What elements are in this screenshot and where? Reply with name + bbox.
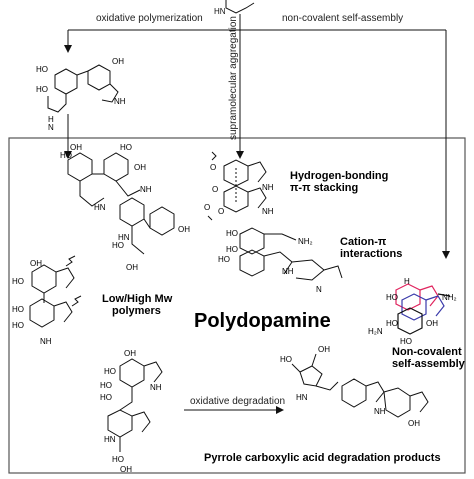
pre-nh: NH bbox=[150, 383, 162, 392]
hbond-nh-1: NH bbox=[262, 183, 274, 192]
deg-ho-1: HO bbox=[280, 355, 292, 364]
sa-ho-2: HO bbox=[386, 319, 398, 328]
hbond-o-1: O bbox=[210, 163, 216, 172]
hbond-label-line2: π-π stacking bbox=[290, 182, 359, 194]
polymer-ho-3: HO bbox=[12, 321, 24, 330]
hbond-o-2: O bbox=[212, 185, 218, 194]
pre-ho-2: HO bbox=[100, 381, 112, 390]
oxidative-degradation-label: oxidative degradation bbox=[190, 396, 286, 407]
mw-label-line2: polymers bbox=[112, 305, 161, 317]
cation-ho-2: HO bbox=[226, 245, 238, 254]
polymer-ho-2: HO bbox=[12, 305, 24, 314]
tetramer-oh-1: OH bbox=[70, 143, 82, 152]
deg-nh: NH bbox=[374, 407, 386, 416]
polydopamine-frame bbox=[8, 137, 466, 474]
tetramer-ho-1: HO bbox=[60, 151, 72, 160]
deg-oh-1: OH bbox=[318, 345, 330, 354]
sa-h2n: H₂N bbox=[368, 327, 383, 336]
cation-nh2: NH₂ bbox=[298, 237, 313, 246]
sa-oh-1: OH bbox=[426, 319, 438, 328]
pre-oh-2: OH bbox=[120, 465, 132, 474]
flow-lines bbox=[64, 14, 450, 414]
pre-ho-3: HO bbox=[100, 393, 112, 402]
self-assembly-structure bbox=[395, 283, 451, 335]
hbond-nh-2: NH bbox=[262, 207, 274, 216]
tetramer-oh-3: OH bbox=[178, 225, 190, 234]
supramolecular-aggregation-text: supramolecular aggregation bbox=[228, 16, 239, 140]
cation-pi-label-line1: Cation-π bbox=[340, 236, 387, 248]
sa-ho-3: HO bbox=[400, 337, 412, 346]
dimer-oh-1: OH bbox=[112, 57, 124, 66]
dimer-ho-1: HO bbox=[36, 65, 48, 74]
predegradation-structure bbox=[107, 358, 163, 452]
dimer-h: H bbox=[48, 115, 54, 124]
non-covalent-label-line1: Non-covalent bbox=[392, 346, 462, 358]
hbond-o-4: O bbox=[204, 203, 210, 212]
polymer-structure bbox=[29, 255, 82, 328]
cation-pi-label-line2: interactions bbox=[340, 248, 403, 260]
sa-nh2: NH₂ bbox=[442, 293, 457, 302]
pre-ho-1: HO bbox=[104, 367, 116, 376]
polymer-ho-1: HO bbox=[12, 277, 24, 286]
hbond-label-line1: Hydrogen-bonding bbox=[290, 170, 389, 182]
non-covalent-self-assembly-label: non-covalent self-assembly bbox=[282, 13, 404, 24]
hbond-stack-structure bbox=[207, 151, 267, 221]
tetramer-oh-2: OH bbox=[134, 163, 146, 172]
pre-hn: HN bbox=[104, 435, 116, 444]
cation-pi-structure bbox=[239, 227, 343, 281]
tetramer-ho-3: HO bbox=[112, 241, 124, 250]
cation-ho-3: HO bbox=[218, 255, 230, 264]
non-covalent-label-line2: self-assembly bbox=[392, 358, 465, 370]
tetramer-ho-2: HO bbox=[120, 143, 132, 152]
dimer-ho-2: HO bbox=[36, 85, 48, 94]
cation-n: N bbox=[316, 285, 322, 294]
tetramer-oh-4: OH bbox=[126, 263, 138, 272]
sa-h: H bbox=[404, 277, 410, 286]
deg-oh-2: OH bbox=[408, 419, 420, 428]
degradation-products-label: Pyrrole carboxylic acid degradation prod… bbox=[204, 452, 441, 464]
oxidative-polymerization-label: oxidative polymerization bbox=[96, 13, 203, 24]
polymer-nh: NH bbox=[40, 337, 52, 346]
dimer-n: N bbox=[48, 123, 54, 132]
cation-nh: NH bbox=[282, 267, 294, 276]
top-hn-atom: HN bbox=[214, 7, 226, 16]
tetramer-hn-2: HN bbox=[118, 233, 130, 242]
sa-ho-1: HO bbox=[386, 293, 398, 302]
polydopamine-title: Polydopamine bbox=[194, 310, 331, 332]
pre-ho-4: HO bbox=[112, 455, 124, 464]
tetramer-structure bbox=[67, 152, 175, 255]
tetramer-hn-1: HN bbox=[94, 203, 106, 212]
dimer-structure bbox=[47, 64, 119, 113]
dopamine-fragment bbox=[225, 0, 255, 14]
hbond-o-3: O bbox=[218, 207, 224, 216]
pre-oh-1: OH bbox=[124, 349, 136, 358]
tetramer-nh-1: NH bbox=[140, 185, 152, 194]
dimer-nh: NH bbox=[114, 97, 126, 106]
cation-ho-1: HO bbox=[226, 229, 238, 238]
deg-hn: HN bbox=[296, 393, 308, 402]
mw-label-line1: Low/High Mw bbox=[102, 293, 173, 305]
degradation-structure bbox=[291, 353, 429, 418]
supramolecular-aggregation-label: supramolecular aggregation bbox=[228, 16, 239, 140]
polymer-oh-1: OH bbox=[30, 259, 42, 268]
